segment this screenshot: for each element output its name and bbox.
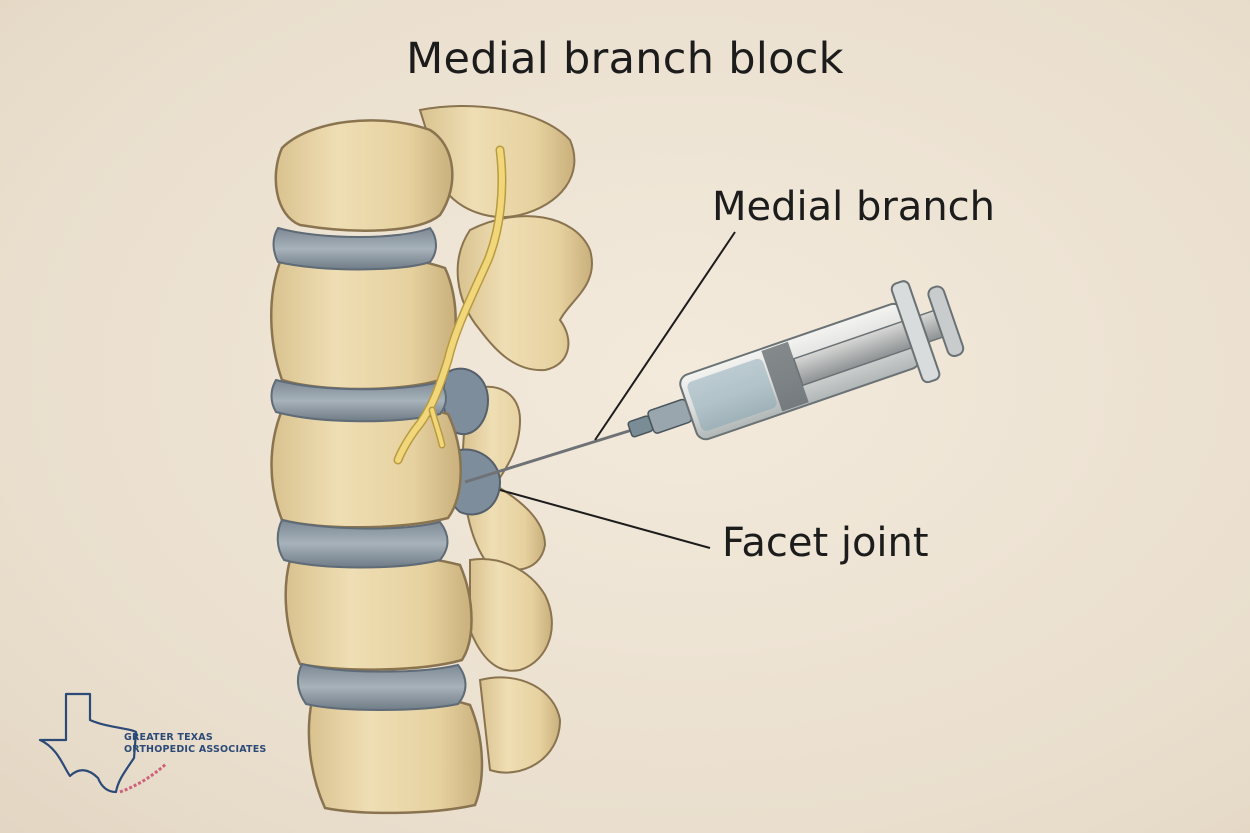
medial-branch-nerve [393,145,507,465]
spine-logo-icon [119,762,167,794]
diagram-title: Medial branch block [406,34,844,84]
logo-line-1: GREATER TEXAS [124,732,213,743]
intervertebral-discs [270,226,467,711]
needle [464,428,633,484]
clinic-logo: GREATER TEXAS ORTHOPEDIC ASSOCIATES [38,688,266,808]
medial-branch-label: Medial branch [712,184,996,230]
medial-branch-leader-line [594,231,736,441]
facet-joint-label: Facet joint [722,520,929,566]
texas-outline-icon [38,692,167,794]
syringe [627,280,965,441]
facet-joint-leader-line [499,489,711,549]
logo-line-2: ORTHOPEDIC ASSOCIATES [124,744,267,755]
